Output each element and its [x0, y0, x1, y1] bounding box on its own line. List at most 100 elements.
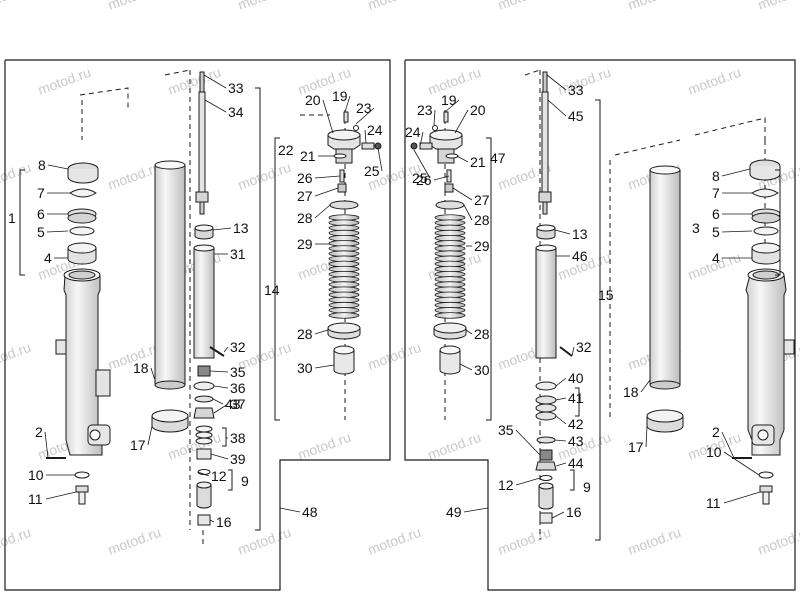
right-part-labels: 2345678910111213151617181920212324252627… — [405, 82, 722, 520]
watermark-text: motod.ru — [36, 64, 93, 98]
leader-line — [150, 367, 156, 381]
watermark-text: motod.ru — [106, 0, 163, 13]
watermark-text: motod.ru — [366, 524, 423, 558]
leader-line — [645, 425, 648, 448]
right-parts — [410, 69, 795, 540]
part-callout-label: 35 — [498, 422, 514, 438]
part-callout-label: 24 — [405, 124, 421, 140]
leader-line — [44, 431, 49, 459]
part-callout-label: 45 — [568, 108, 584, 124]
part-callout-label: 26 — [297, 170, 313, 186]
part-callout-label: 25 — [364, 163, 380, 179]
leader-line — [463, 507, 489, 513]
part-callout-label: 47 — [490, 150, 506, 166]
leader-line — [721, 230, 753, 233]
leader-line — [223, 346, 229, 353]
leader-line — [555, 377, 567, 387]
leader-line — [555, 415, 567, 425]
part-callout-label: 11 — [28, 491, 43, 507]
part-callout-label: 21 — [300, 148, 316, 164]
leader-line — [554, 439, 567, 442]
part-callout-label: 20 — [305, 92, 321, 108]
watermark-text: motod.ru — [756, 524, 800, 558]
left-parts — [46, 69, 382, 545]
part-callout-label: 18 — [133, 360, 149, 376]
watermark-text: motod.ru — [626, 524, 683, 558]
leader-line — [723, 491, 761, 504]
part-callout-label: 46 — [572, 248, 588, 264]
part-callout-label: 7 — [37, 185, 45, 201]
part-callout-label: 19 — [332, 88, 348, 104]
part-callout-label: 33 — [568, 82, 584, 98]
part-callout-label: 28 — [474, 212, 490, 228]
watermark-text: motod.ru — [426, 429, 483, 463]
leader-line — [197, 471, 210, 477]
leader-line — [209, 519, 215, 523]
part-callout-label: 42 — [568, 416, 584, 432]
part-callout-label: 26 — [416, 172, 432, 188]
leader-line — [555, 462, 567, 467]
part-callout-label: 29 — [474, 238, 490, 254]
watermark-text: motod.ru — [686, 64, 743, 98]
part-callout-label: 6 — [37, 206, 45, 222]
watermark-text: motod.ru — [166, 429, 223, 463]
watermark-text: motod.ru — [556, 64, 613, 98]
part-callout-label: 10 — [706, 444, 722, 460]
watermark-text: motod.ru — [296, 429, 353, 463]
watermark-text: motod.ru — [366, 0, 423, 13]
leader-line — [452, 187, 473, 201]
part-callout-label: 35 — [230, 364, 246, 380]
part-callout-label: 3 — [692, 220, 700, 236]
part-callout-label: 8 — [712, 168, 720, 184]
part-callout-label: 21 — [470, 154, 486, 170]
part-callout-label: 44 — [568, 455, 584, 471]
leader-line — [322, 99, 334, 134]
left-part-labels: 1245678910111213141617181920212223242526… — [8, 80, 383, 530]
part-callout-label: 36 — [230, 380, 246, 396]
watermark-text: motod.ru — [496, 0, 553, 13]
part-callout-label: 17 — [130, 437, 146, 453]
part-callout-label: 32 — [576, 339, 592, 355]
part-callout-label: 1 — [8, 210, 16, 226]
part-callout-label: 28 — [297, 326, 313, 342]
part-callout-label: 10 — [28, 467, 44, 483]
part-callout-label: 40 — [568, 370, 584, 386]
part-callout-label: 31 — [230, 246, 246, 262]
part-callout-label: 14 — [264, 282, 280, 298]
part-callout-label: 25 — [412, 170, 428, 186]
leader-line — [46, 230, 69, 233]
part-callout-label: 13 — [572, 226, 588, 242]
part-callout-label: 5 — [37, 224, 45, 240]
part-callout-label: 9 — [241, 473, 249, 489]
part-callout-label: 43 — [568, 433, 584, 449]
part-callout-label: 48 — [302, 504, 318, 520]
part-callout-label: 30 — [474, 362, 490, 378]
leader-line — [546, 74, 567, 91]
watermark-text: motod.ru — [106, 159, 163, 193]
part-callout-label: 13 — [233, 220, 249, 236]
part-callout-label: 33 — [228, 80, 244, 96]
part-callout-label: 7 — [712, 185, 720, 201]
part-callout-label: 16 — [216, 514, 232, 530]
part-callout-label: 49 — [446, 504, 462, 520]
leader-line — [314, 204, 331, 219]
part-callout-label: 4 — [712, 250, 720, 266]
part-callout-label: 37 — [230, 396, 246, 412]
leader-line — [463, 204, 473, 221]
right-panel-frame — [404, 59, 796, 591]
watermark-text: motod.ru — [756, 0, 800, 13]
watermark-text: motod.ru — [236, 524, 293, 558]
watermark-text: motod.ru — [496, 524, 553, 558]
watermark-text: motod.ru — [366, 339, 423, 373]
part-callout-label: 27 — [474, 192, 490, 208]
watermark-text: motod.ru — [106, 524, 163, 558]
leader-line — [640, 379, 651, 393]
part-callout-label: 19 — [441, 92, 457, 108]
part-callout-label: 16 — [566, 504, 582, 520]
leader-line — [203, 74, 227, 89]
part-callout-label: 43 — [225, 396, 241, 412]
watermark-text: motod.ru — [626, 0, 683, 13]
leader-line — [344, 95, 351, 113]
part-callout-label: 12 — [498, 477, 514, 493]
